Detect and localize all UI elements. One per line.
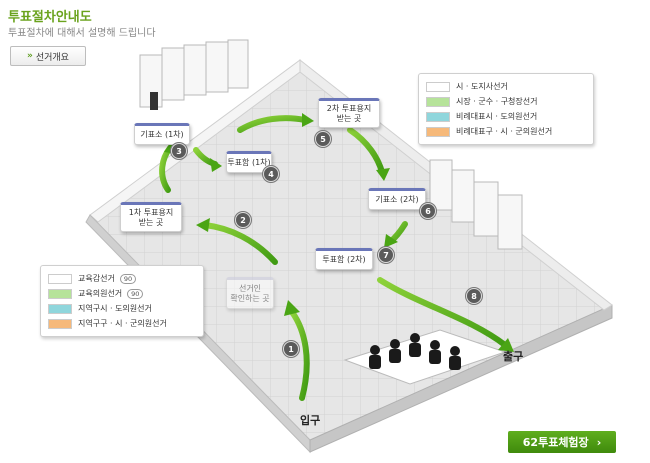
voting-experience-button[interactable]: 62투표체험장 › (508, 431, 616, 453)
voting-route (159, 115, 508, 401)
election-overview-label: 선거개요 (35, 52, 69, 63)
legend-label: 교육의원선거 (78, 289, 123, 298)
double-chevron-right-icon: » (27, 51, 33, 61)
election-officials-table (343, 329, 507, 385)
route-arrow-2 (202, 222, 278, 265)
route-arrow-1 (289, 309, 310, 401)
route-arrow-5 (237, 115, 308, 133)
legend-label: 비례대표구 · 시 · 군의원선거 (456, 127, 553, 136)
legend-label: 지역구시 · 도의원선거 (78, 304, 152, 313)
entrance-label: 입구 (300, 414, 321, 427)
legend-swatch (426, 111, 450, 122)
step-badge-8: 8 (466, 288, 482, 304)
exit-label: 출구 (503, 350, 524, 363)
legend-row: 시 · 도지사선거 (426, 79, 586, 94)
legend-swatch (48, 288, 72, 299)
legend-swatch (48, 273, 72, 284)
voter-check-card[interactable]: 선거인 확인하는 곳 (226, 277, 274, 309)
legend-label: 교육감선거 (78, 274, 115, 283)
page-title: 투표절차안내도 (8, 10, 92, 25)
legend-row: 시장 · 군수 · 구청장선거 (426, 94, 586, 109)
ballot-box-2-card[interactable]: 투표함 (2차) (315, 248, 373, 270)
legend-swatch (48, 303, 72, 314)
voting-experience-label: 62투표체험장 (522, 436, 589, 449)
legend-row: 비례대표시 · 도의원선거 (426, 109, 586, 124)
step-badge-3: 3 (171, 143, 187, 159)
legend-label: 비례대표시 · 도의원선거 (456, 112, 538, 121)
legend-count: 90 (127, 288, 144, 299)
legend-row: 지역구시 · 도의원선거 (48, 301, 196, 316)
first-ballot-card[interactable]: 1차 투표용지 받는 곳 (120, 202, 182, 232)
legend-row: 지역구구 · 시 · 군의원선거 (48, 316, 196, 331)
legend-swatch (426, 81, 450, 92)
legend-swatch (426, 96, 450, 107)
route-arrow-8 (377, 277, 508, 348)
booth-2-card[interactable]: 기표소 (2차) (368, 188, 426, 210)
chevron-right-icon: › (596, 435, 602, 449)
legend-label: 시 · 도지사선거 (456, 82, 508, 91)
ballot-box-1-card[interactable]: 투표함 (1차) (226, 151, 272, 173)
voting-booths-right (429, 159, 523, 250)
second-ballot-card[interactable]: 2차 투표용지 받는 곳 (318, 98, 380, 128)
step-badge-7: 7 (378, 247, 394, 263)
step-badge-2: 2 (235, 212, 251, 228)
legend-swatch (426, 126, 450, 137)
step-badge-4: 4 (263, 166, 279, 182)
step-badge-5: 5 (315, 131, 331, 147)
booth-1-card[interactable]: 기표소 (1차) (134, 123, 190, 145)
page-subtitle: 투표절차에 대해서 설명해 드립니다 (8, 28, 156, 39)
voting-booths-top (139, 39, 249, 110)
election-overview-button[interactable]: » 선거개요 (10, 46, 86, 66)
legend-label: 시장 · 군수 · 구청장선거 (456, 97, 538, 106)
legend-row: 비례대표구 · 시 · 군의원선거 (426, 124, 586, 139)
legend-swatch (48, 318, 72, 329)
legend-count: 90 (119, 273, 137, 284)
second-ballot-legend: 시 · 도지사선거 시장 · 군수 · 구청장선거 비례대표시 · 도의원선거 … (418, 73, 594, 145)
legend-label: 지역구구 · 시 · 군의원선거 (78, 319, 167, 328)
legend-row: 교육감선거 90 (48, 271, 196, 286)
route-arrow-6 (347, 127, 385, 175)
step-badge-1: 1 (283, 341, 299, 357)
first-ballot-legend: 교육감선거 90 교육의원선거 90 지역구시 · 도의원선거 지역구구 · 시 ·… (40, 265, 204, 337)
step-badge-6: 6 (420, 203, 436, 219)
legend-row: 교육의원선거 90 (48, 286, 196, 301)
